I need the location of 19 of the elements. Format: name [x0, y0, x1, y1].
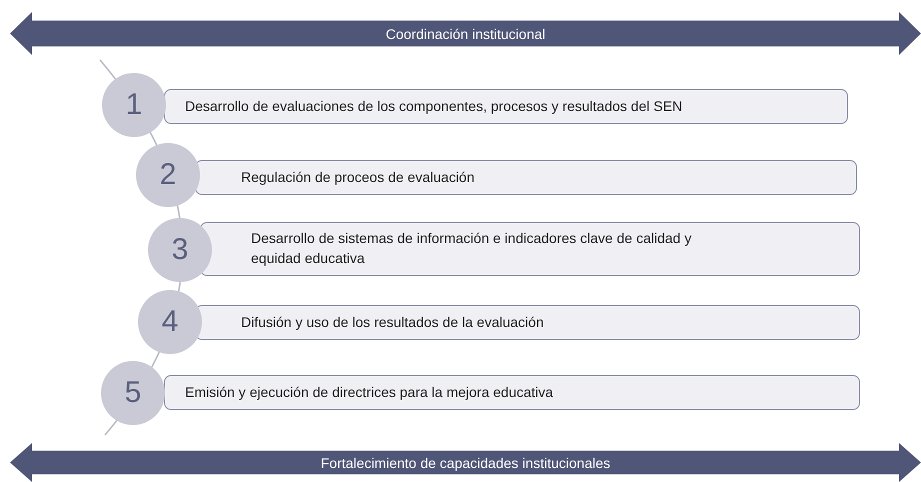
number-circle: 3: [148, 218, 212, 282]
number-circle: 5: [101, 361, 165, 425]
step-text: Desarrollo de sistemas de información e indicadores clave de calidad y equidad educativa: [251, 229, 692, 268]
number-circle: 1: [102, 73, 166, 137]
step-text: Regulación de proceos de evaluación: [241, 168, 474, 187]
band-label: Coordinación institucional: [386, 26, 546, 42]
step-text: Emisión y ejecución de directrices para la mejora educativa: [185, 382, 554, 402]
step-text: Difusión y uso de los resultados de la evaluación: [241, 312, 544, 332]
double-arrow-band: [10, 12, 921, 55]
double-arrow-band: [10, 443, 921, 482]
step-box: [164, 89, 848, 124]
band-label: Fortalecimiento de capacidades institucionales: [320, 454, 610, 470]
number-circle: 2: [136, 143, 200, 207]
step-text: Desarrollo de evaluaciones de los componentes, procesos y resultados del SEN: [185, 96, 682, 116]
step-box: [195, 160, 857, 195]
step-box: [164, 375, 860, 410]
number-circle: 4: [138, 290, 202, 354]
step-box: [200, 222, 860, 276]
step-box: [195, 305, 860, 340]
